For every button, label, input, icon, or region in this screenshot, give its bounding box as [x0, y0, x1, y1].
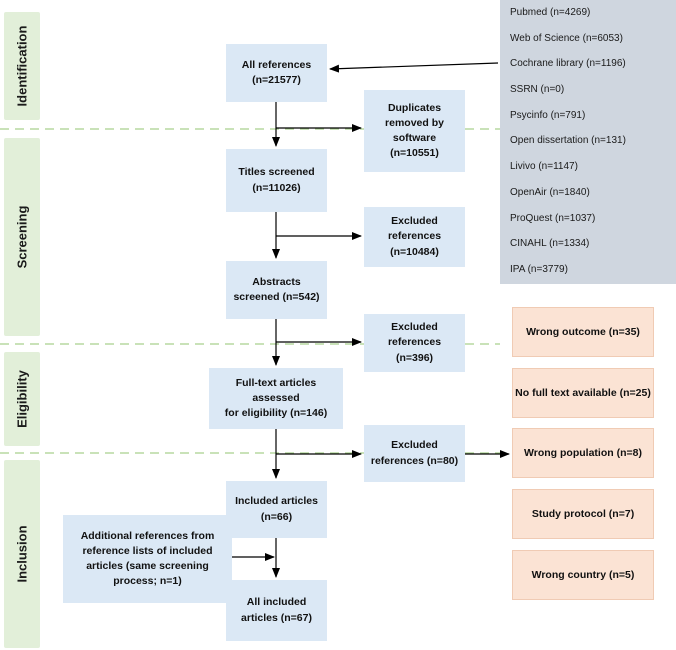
source-item: Livivo (n=1147) [510, 161, 578, 173]
source-item: IPA (n=3779) [510, 263, 568, 275]
included-articles-text: Included articles (n=66) [235, 495, 318, 523]
reason-wrong-population: Wrong population (n=8) [512, 428, 654, 478]
reason-wrong-population-text: Wrong population (n=8) [524, 447, 642, 459]
reason-study-protocol-text: Study protocol (n=7) [531, 508, 635, 520]
excluded-titles-text: Excluded references (n=10484) [387, 215, 442, 258]
phase-eligibility: Eligibility [4, 352, 40, 446]
additional-references-text: Additional references from reference lis… [80, 529, 215, 588]
phase-inclusion: Inclusion [4, 460, 40, 648]
reason-no-full-text-text: No full text available (n=25) [515, 387, 651, 399]
additional-references-box: Additional references from reference lis… [63, 515, 232, 603]
duplicates-box: Duplicates removed by software (n=10551) [364, 90, 465, 172]
titles-screened-text: Titles screened (n=11026) [238, 166, 315, 194]
fulltext-text: Full-text articles assessed for eligibil… [224, 376, 328, 420]
excluded-titles-box: Excluded references (n=10484) [364, 207, 465, 267]
phase-dividers [0, 128, 500, 454]
source-item: ProQuest (n=1037) [510, 212, 596, 224]
source-item: Open dissertation (n=131) [510, 135, 626, 147]
excluded-abstracts-text: Excluded references (n=396) [387, 321, 442, 364]
titles-screened-box: Titles screened (n=11026) [226, 149, 327, 212]
excluded-abstracts-box: Excluded references (n=396) [364, 314, 465, 372]
all-included-box: All included articles (n=67) [226, 580, 327, 641]
reason-wrong-outcome-text: Wrong outcome (n=35) [526, 326, 640, 338]
all-references-box: All references (n=21577) [226, 44, 327, 102]
source-item: Cochrane library (n=1196) [510, 58, 626, 70]
excluded-fulltext-box: Excluded references (n=80) [364, 425, 465, 482]
source-item: OpenAir (n=1840) [510, 186, 590, 198]
source-item: CINAHL (n=1334) [510, 238, 590, 250]
duplicates-text: Duplicates removed by software (n=10551) [385, 101, 444, 160]
reason-study-protocol: Study protocol (n=7) [512, 489, 654, 539]
source-item: Web of Science (n=6053) [510, 32, 623, 44]
fulltext-box: Full-text articles assessed for eligibil… [209, 368, 343, 429]
all-included-text: All included articles (n=67) [241, 596, 312, 624]
abstracts-screened-text: Abstracts screened (n=542) [233, 275, 320, 303]
reason-wrong-outcome: Wrong outcome (n=35) [512, 307, 654, 357]
included-articles-box: Included articles (n=66) [226, 481, 327, 538]
reason-wrong-country: Wrong country (n=5) [512, 550, 654, 600]
source-item: Pubmed (n=4269) [510, 7, 591, 18]
database-sources-panel: Pubmed (n=4269) Web of Science (n=6053) … [500, 0, 676, 284]
all-references-text: All references (n=21577) [241, 58, 312, 86]
reason-wrong-country-text: Wrong country (n=5) [531, 569, 635, 581]
phase-identification: Identification [4, 12, 40, 120]
phase-screening: Screening [4, 138, 40, 336]
excluded-fulltext-text: Excluded references (n=80) [370, 439, 459, 467]
source-item: SSRN (n=0) [510, 84, 565, 96]
arrow-sources-to-all [329, 62, 499, 73]
reason-no-full-text: No full text available (n=25) [512, 368, 654, 418]
source-item: Psycinfo (n=791) [510, 109, 586, 121]
abstracts-screened-box: Abstracts screened (n=542) [226, 261, 327, 319]
